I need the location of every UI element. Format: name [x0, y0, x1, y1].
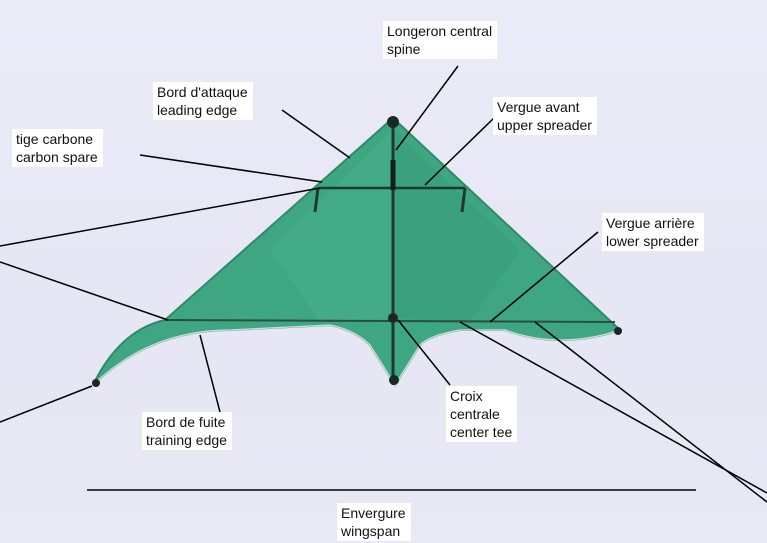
leader-leading-edge — [282, 110, 350, 158]
label-lower-spreader: Vergue arrière lower spreader — [602, 213, 704, 251]
label-carbon-spare-line2: carbon spare — [16, 148, 98, 166]
nose-fitting — [387, 116, 399, 128]
tail-fitting — [389, 375, 399, 385]
leader-left-3 — [0, 386, 92, 422]
label-trailing-edge-line1: Bord de fuite — [146, 413, 227, 431]
label-upper-spreader: Vergue avant upper spreader — [493, 97, 597, 135]
leader-left-2 — [0, 262, 168, 320]
leader-carbon-spare — [140, 155, 322, 182]
label-trailing-edge: Bord de fuite training edge — [142, 412, 232, 450]
label-center-tee: Croix centrale center tee — [446, 386, 517, 442]
label-leading-edge: Bord d'attaque leading edge — [153, 82, 253, 120]
label-spine: Longeron central spine — [383, 21, 497, 59]
leader-spine — [396, 66, 458, 150]
label-spine-line2: spine — [387, 40, 492, 58]
label-upper-spreader-line2: upper spreader — [497, 116, 592, 134]
label-center-tee-line1: Croix — [450, 387, 512, 405]
label-trailing-edge-line2: training edge — [146, 431, 227, 449]
label-wingspan: Envergure wingspan — [337, 503, 411, 541]
label-lower-spreader-line1: Vergue arrière — [606, 214, 699, 232]
label-carbon-spare: tige carbone carbon spare — [12, 129, 103, 167]
leader-right-2 — [535, 322, 767, 502]
label-upper-spreader-line1: Vergue avant — [497, 98, 592, 116]
label-spine-line1: Longeron central — [387, 22, 492, 40]
right-tip-fitting — [614, 327, 622, 335]
center-tee-fitting — [388, 313, 398, 323]
label-leading-edge-line2: leading edge — [157, 101, 248, 119]
label-lower-spreader-line2: lower spreader — [606, 232, 699, 250]
label-leading-edge-line1: Bord d'attaque — [157, 83, 248, 101]
label-center-tee-line2: centrale — [450, 405, 512, 423]
label-wingspan-line1: Envergure — [341, 504, 406, 522]
leader-trailing-edge — [200, 335, 220, 412]
label-center-tee-line3: center tee — [450, 423, 512, 441]
label-wingspan-line2: wingspan — [341, 522, 406, 540]
label-carbon-spare-line1: tige carbone — [16, 130, 98, 148]
left-tip-fitting — [92, 379, 100, 387]
leader-upper-spreader — [425, 118, 494, 185]
